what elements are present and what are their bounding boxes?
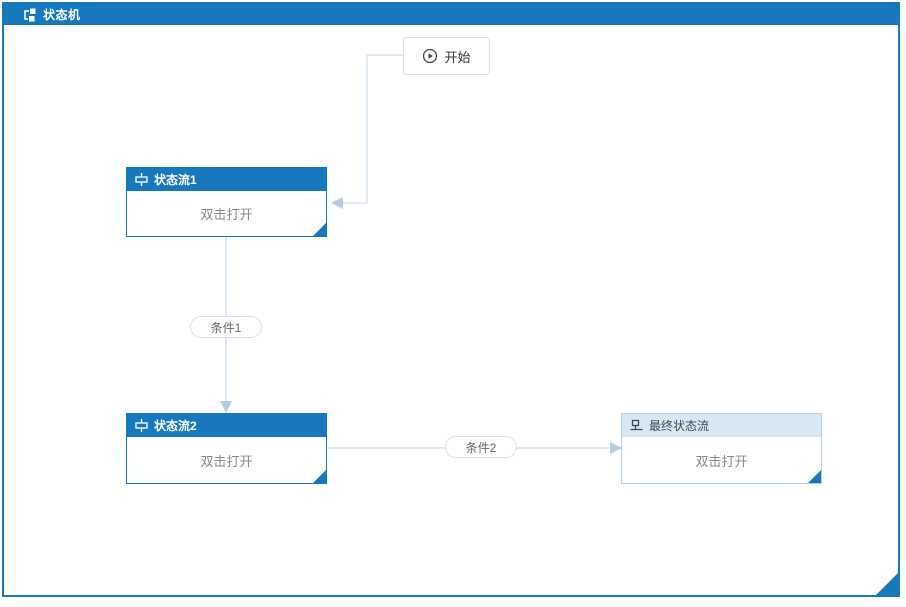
resize-handle-icon[interactable] xyxy=(313,470,326,483)
node-state-flow-2-header: 状态流2 xyxy=(127,414,326,437)
edges-layer xyxy=(220,54,622,454)
node-final-state-flow-header: 最终状态流 xyxy=(622,414,821,437)
node-title: 状态流1 xyxy=(154,173,197,187)
node-final-state-flow[interactable]: 最终状态流 双击打开 xyxy=(621,413,822,484)
node-title: 状态流2 xyxy=(154,419,197,433)
node-body-hint[interactable]: 双击打开 xyxy=(695,453,748,469)
resize-handle-icon[interactable] xyxy=(808,470,821,483)
edge-label-condition-2[interactable]: 条件2 xyxy=(445,436,517,458)
state-flow-icon xyxy=(135,173,148,186)
window-title: 状态机 xyxy=(43,8,81,22)
node-start[interactable]: 开始 xyxy=(403,37,490,75)
start-node-label: 开始 xyxy=(444,49,471,65)
arrowhead-down-icon xyxy=(220,401,232,413)
edge-start-to-flow1[interactable] xyxy=(331,54,403,209)
edge-label-condition-1[interactable]: 条件1 xyxy=(190,316,262,338)
final-state-icon xyxy=(630,419,643,432)
diagram-canvas[interactable]: 开始 状态流1 双击打开 条件1 xyxy=(4,25,898,595)
window-titlebar: 状态机 xyxy=(4,4,898,25)
flow-diagram-icon xyxy=(22,8,36,22)
node-state-flow-1[interactable]: 状态流1 双击打开 xyxy=(126,167,327,237)
condition-1-text: 条件1 xyxy=(210,320,242,335)
node-state-flow-1-header: 状态流1 xyxy=(127,168,326,191)
state-flow-icon xyxy=(135,419,148,432)
condition-2-text: 条件2 xyxy=(465,440,497,455)
node-state-flow-2[interactable]: 状态流2 双击打开 xyxy=(126,413,327,484)
arrowhead-left-icon xyxy=(331,197,343,209)
node-body-hint[interactable]: 双击打开 xyxy=(200,453,253,469)
window-resize-handle-icon[interactable] xyxy=(876,573,898,595)
resize-handle-icon[interactable] xyxy=(313,223,326,236)
arrowhead-right-icon xyxy=(610,442,622,454)
node-body-hint[interactable]: 双击打开 xyxy=(200,207,253,222)
node-title: 最终状态流 xyxy=(649,419,710,433)
play-circle-icon xyxy=(422,48,438,64)
state-machine-window: 状态机 开始 xyxy=(2,2,900,597)
